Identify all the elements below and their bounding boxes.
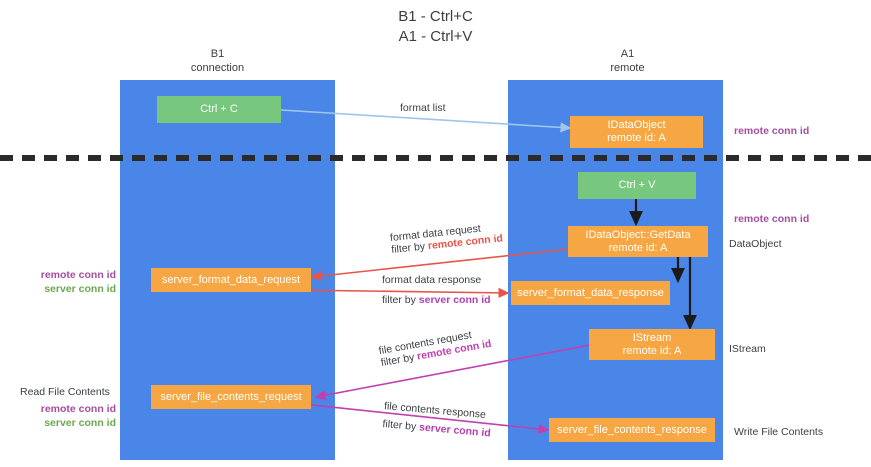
node-idataobject-getdata[interactable]: IDataObject::GetData remote id: A — [568, 226, 708, 257]
node-label: IDataObject::GetData — [585, 228, 691, 241]
node-label: server_format_data_response — [517, 286, 664, 299]
node-server-format-data-response[interactable]: server_format_data_response — [511, 281, 670, 305]
node-istream[interactable]: IStream remote id: A — [589, 329, 715, 360]
node-ctrl-v[interactable]: Ctrl + V — [578, 172, 696, 199]
divider-dashed — [0, 155, 871, 161]
side-label-right-mid-remote: remote conn id — [734, 213, 810, 225]
node-sublabel: remote id: A — [608, 241, 668, 254]
edge-label-text: format data response — [382, 274, 482, 286]
arrow-format-data-request — [310, 247, 579, 282]
filter-prefix: filter by — [382, 294, 419, 306]
node-server-format-data-request[interactable]: server_format_data_request — [151, 268, 311, 292]
node-sublabel: remote id: A — [607, 132, 666, 144]
side-label-dataobject: DataObject — [729, 238, 782, 250]
edge-label-format-data-response: format data response filter by server co… — [382, 274, 491, 306]
node-label: server_format_data_request — [161, 273, 301, 286]
lane-title-a1: A1 remote — [610, 48, 645, 74]
filter-key: server conn id — [418, 294, 491, 306]
node-label: server_file_contents_request — [160, 390, 302, 403]
side-label-read-file-contents: Read File Contents — [20, 386, 110, 398]
node-sublabel: remote id: A — [622, 344, 682, 357]
side-label-line: server conn id — [44, 417, 116, 430]
node-label: IStream — [632, 331, 672, 344]
diagram-title: B1 - Ctrl+C A1 - Ctrl+V — [398, 8, 473, 46]
arrow-file-contents-request — [314, 344, 591, 401]
side-label-left-file: remote conn id server conn id — [22, 402, 116, 430]
node-server-file-contents-request[interactable]: server_file_contents_request — [151, 385, 311, 409]
node-label: IDataObject — [607, 119, 666, 132]
node-label: Ctrl + C — [200, 103, 238, 116]
side-label-line: remote conn id — [40, 403, 116, 415]
side-label-right-top-remote: remote conn id — [734, 125, 810, 137]
arrow-format-list — [280, 109, 572, 133]
side-label-istream: IStream — [729, 343, 766, 355]
side-label-write-file-contents: Write File Contents — [734, 426, 824, 438]
edge-label-format-list: format list — [400, 102, 446, 114]
node-server-file-contents-response[interactable]: server_file_contents_response — [549, 418, 715, 442]
side-label-left-format: remote conn id server conn id — [22, 268, 116, 296]
node-label: server_file_contents_response — [557, 423, 707, 436]
edge-label-filter: filter by server conn id — [382, 294, 491, 306]
side-label-line: server conn id — [44, 283, 116, 296]
lane-title-b1: B1 connection — [190, 48, 245, 74]
side-label-line: remote conn id — [40, 269, 116, 281]
node-label: Ctrl + V — [618, 179, 656, 192]
node-ctrl-c[interactable]: Ctrl + C — [157, 96, 281, 123]
node-idataobject[interactable]: IDataObject remote id: A — [570, 116, 703, 148]
